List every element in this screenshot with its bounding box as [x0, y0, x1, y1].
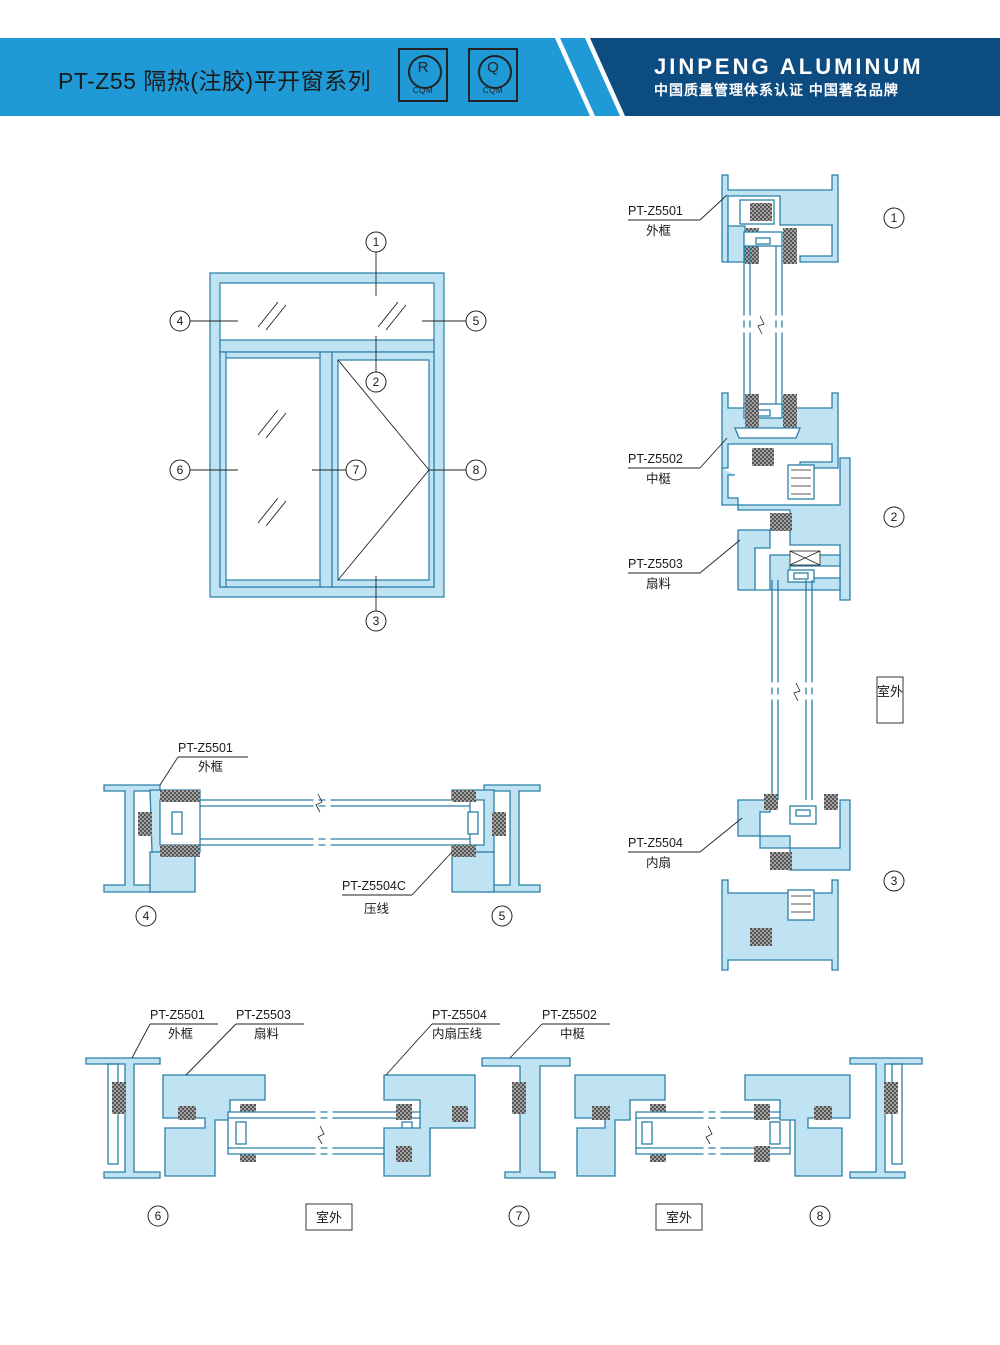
brand-slogan: 中国质量管理体系认证 中国著名品牌: [654, 82, 899, 98]
window-elevation: [209, 272, 445, 598]
elevation-annotations: [190, 252, 466, 612]
callout-6: 6: [169, 459, 191, 481]
badge-letter: Q: [487, 59, 499, 76]
svg-text:4: 4: [143, 909, 150, 923]
outside-label: 室外: [877, 684, 903, 699]
svg-text:6: 6: [177, 463, 184, 477]
callout-3: 3: [365, 610, 387, 632]
vertical-section-labels: PT-Z5501 外框 PT-Z5502 中梃 PT-Z5503 扇料 PT-Z…: [628, 204, 905, 892]
callout-b6: 6: [147, 1205, 169, 1227]
label-name: 内扇压线: [432, 1026, 483, 1041]
callout-1: 1: [365, 231, 387, 253]
svg-text:1: 1: [891, 211, 898, 225]
badge-sub: CQM: [412, 86, 434, 95]
header-banner: PT-Z55 隔热(注胶)平开窗系列 R CQM Q CQM JINPENG A…: [0, 0, 1000, 116]
label-name: 中梃: [646, 471, 672, 486]
elevation-callouts: 1 2 3 4 5 6 7 8: [169, 231, 487, 632]
svg-text:7: 7: [516, 1209, 523, 1223]
svg-text:5: 5: [473, 314, 480, 328]
callout-4: 4: [169, 310, 191, 332]
horizontal-section-4-5-annotations: [159, 756, 453, 896]
label-name: 扇料: [254, 1026, 280, 1041]
outside-label: 室外: [666, 1210, 692, 1225]
badge-ring-icon: [478, 55, 512, 89]
label-code: PT-Z5501: [150, 1008, 205, 1022]
callout-v1: 1: [883, 207, 905, 229]
svg-text:6: 6: [155, 1209, 162, 1223]
brand-name: JINPENG ALUMINUM: [654, 54, 924, 79]
svg-text:5: 5: [499, 909, 506, 923]
svg-text:3: 3: [373, 614, 380, 628]
vertical-section: [721, 174, 851, 971]
bottom-section-labels: PT-Z5501 外框 PT-Z5503 扇料 PT-Z5504 内扇压线 PT…: [147, 1008, 831, 1227]
badge-ring-icon: [408, 55, 442, 89]
callout-h5: 5: [491, 905, 513, 927]
header-background: [0, 0, 1000, 116]
callout-2: 2: [365, 371, 387, 393]
label-name: 外框: [198, 760, 224, 774]
label-name: 外框: [168, 1027, 194, 1041]
label-code: PT-Z5503: [628, 557, 683, 571]
outside-label: 室外: [316, 1210, 342, 1225]
callout-v2: 2: [883, 506, 905, 528]
callout-5: 5: [465, 310, 487, 332]
vertical-section-leaders: [628, 194, 904, 853]
svg-text:8: 8: [817, 1209, 824, 1223]
callout-7: 7: [345, 459, 367, 481]
horizontal-section-4-5-labels: PT-Z5501 外框 PT-Z5504C 压线 4 5: [135, 741, 513, 927]
bottom-section-annotations: [131, 1023, 703, 1231]
callout-8: 8: [465, 459, 487, 481]
callout-h4: 4: [135, 905, 157, 927]
svg-text:7: 7: [353, 463, 360, 477]
cqm-r-badge: R CQM: [398, 48, 448, 102]
label-code: PT-Z5501: [178, 741, 233, 755]
callout-v3: 3: [883, 870, 905, 892]
page-title: PT-Z55 隔热(注胶)平开窗系列: [58, 68, 372, 94]
label-name: 扇料: [646, 576, 672, 591]
svg-text:1: 1: [373, 235, 380, 249]
svg-text:2: 2: [891, 510, 898, 524]
callout-b8: 8: [809, 1205, 831, 1227]
badge-letter: R: [417, 59, 429, 76]
svg-text:8: 8: [473, 463, 480, 477]
svg-text:3: 3: [891, 874, 898, 888]
label-code: PT-Z5504: [628, 836, 683, 850]
callout-b7: 7: [508, 1205, 530, 1227]
label-code: PT-Z5501: [628, 204, 683, 218]
label-code: PT-Z5502: [628, 452, 683, 466]
label-code: PT-Z5504: [432, 1008, 487, 1022]
badge-sub: CQM: [482, 86, 504, 95]
cqm-q-badge: Q CQM: [468, 48, 518, 102]
label-code: PT-Z5502: [542, 1008, 597, 1022]
bottom-section: [85, 1057, 923, 1179]
label-name: 外框: [646, 224, 672, 238]
horizontal-section-4-5: [103, 784, 541, 893]
svg-text:4: 4: [177, 314, 184, 328]
label-name: 压线: [364, 902, 390, 916]
label-code: PT-Z5504C: [342, 879, 406, 893]
label-code: PT-Z5503: [236, 1008, 291, 1022]
label-name: 中梃: [560, 1026, 586, 1041]
svg-text:2: 2: [373, 375, 380, 389]
label-name: 内扇: [646, 855, 671, 870]
